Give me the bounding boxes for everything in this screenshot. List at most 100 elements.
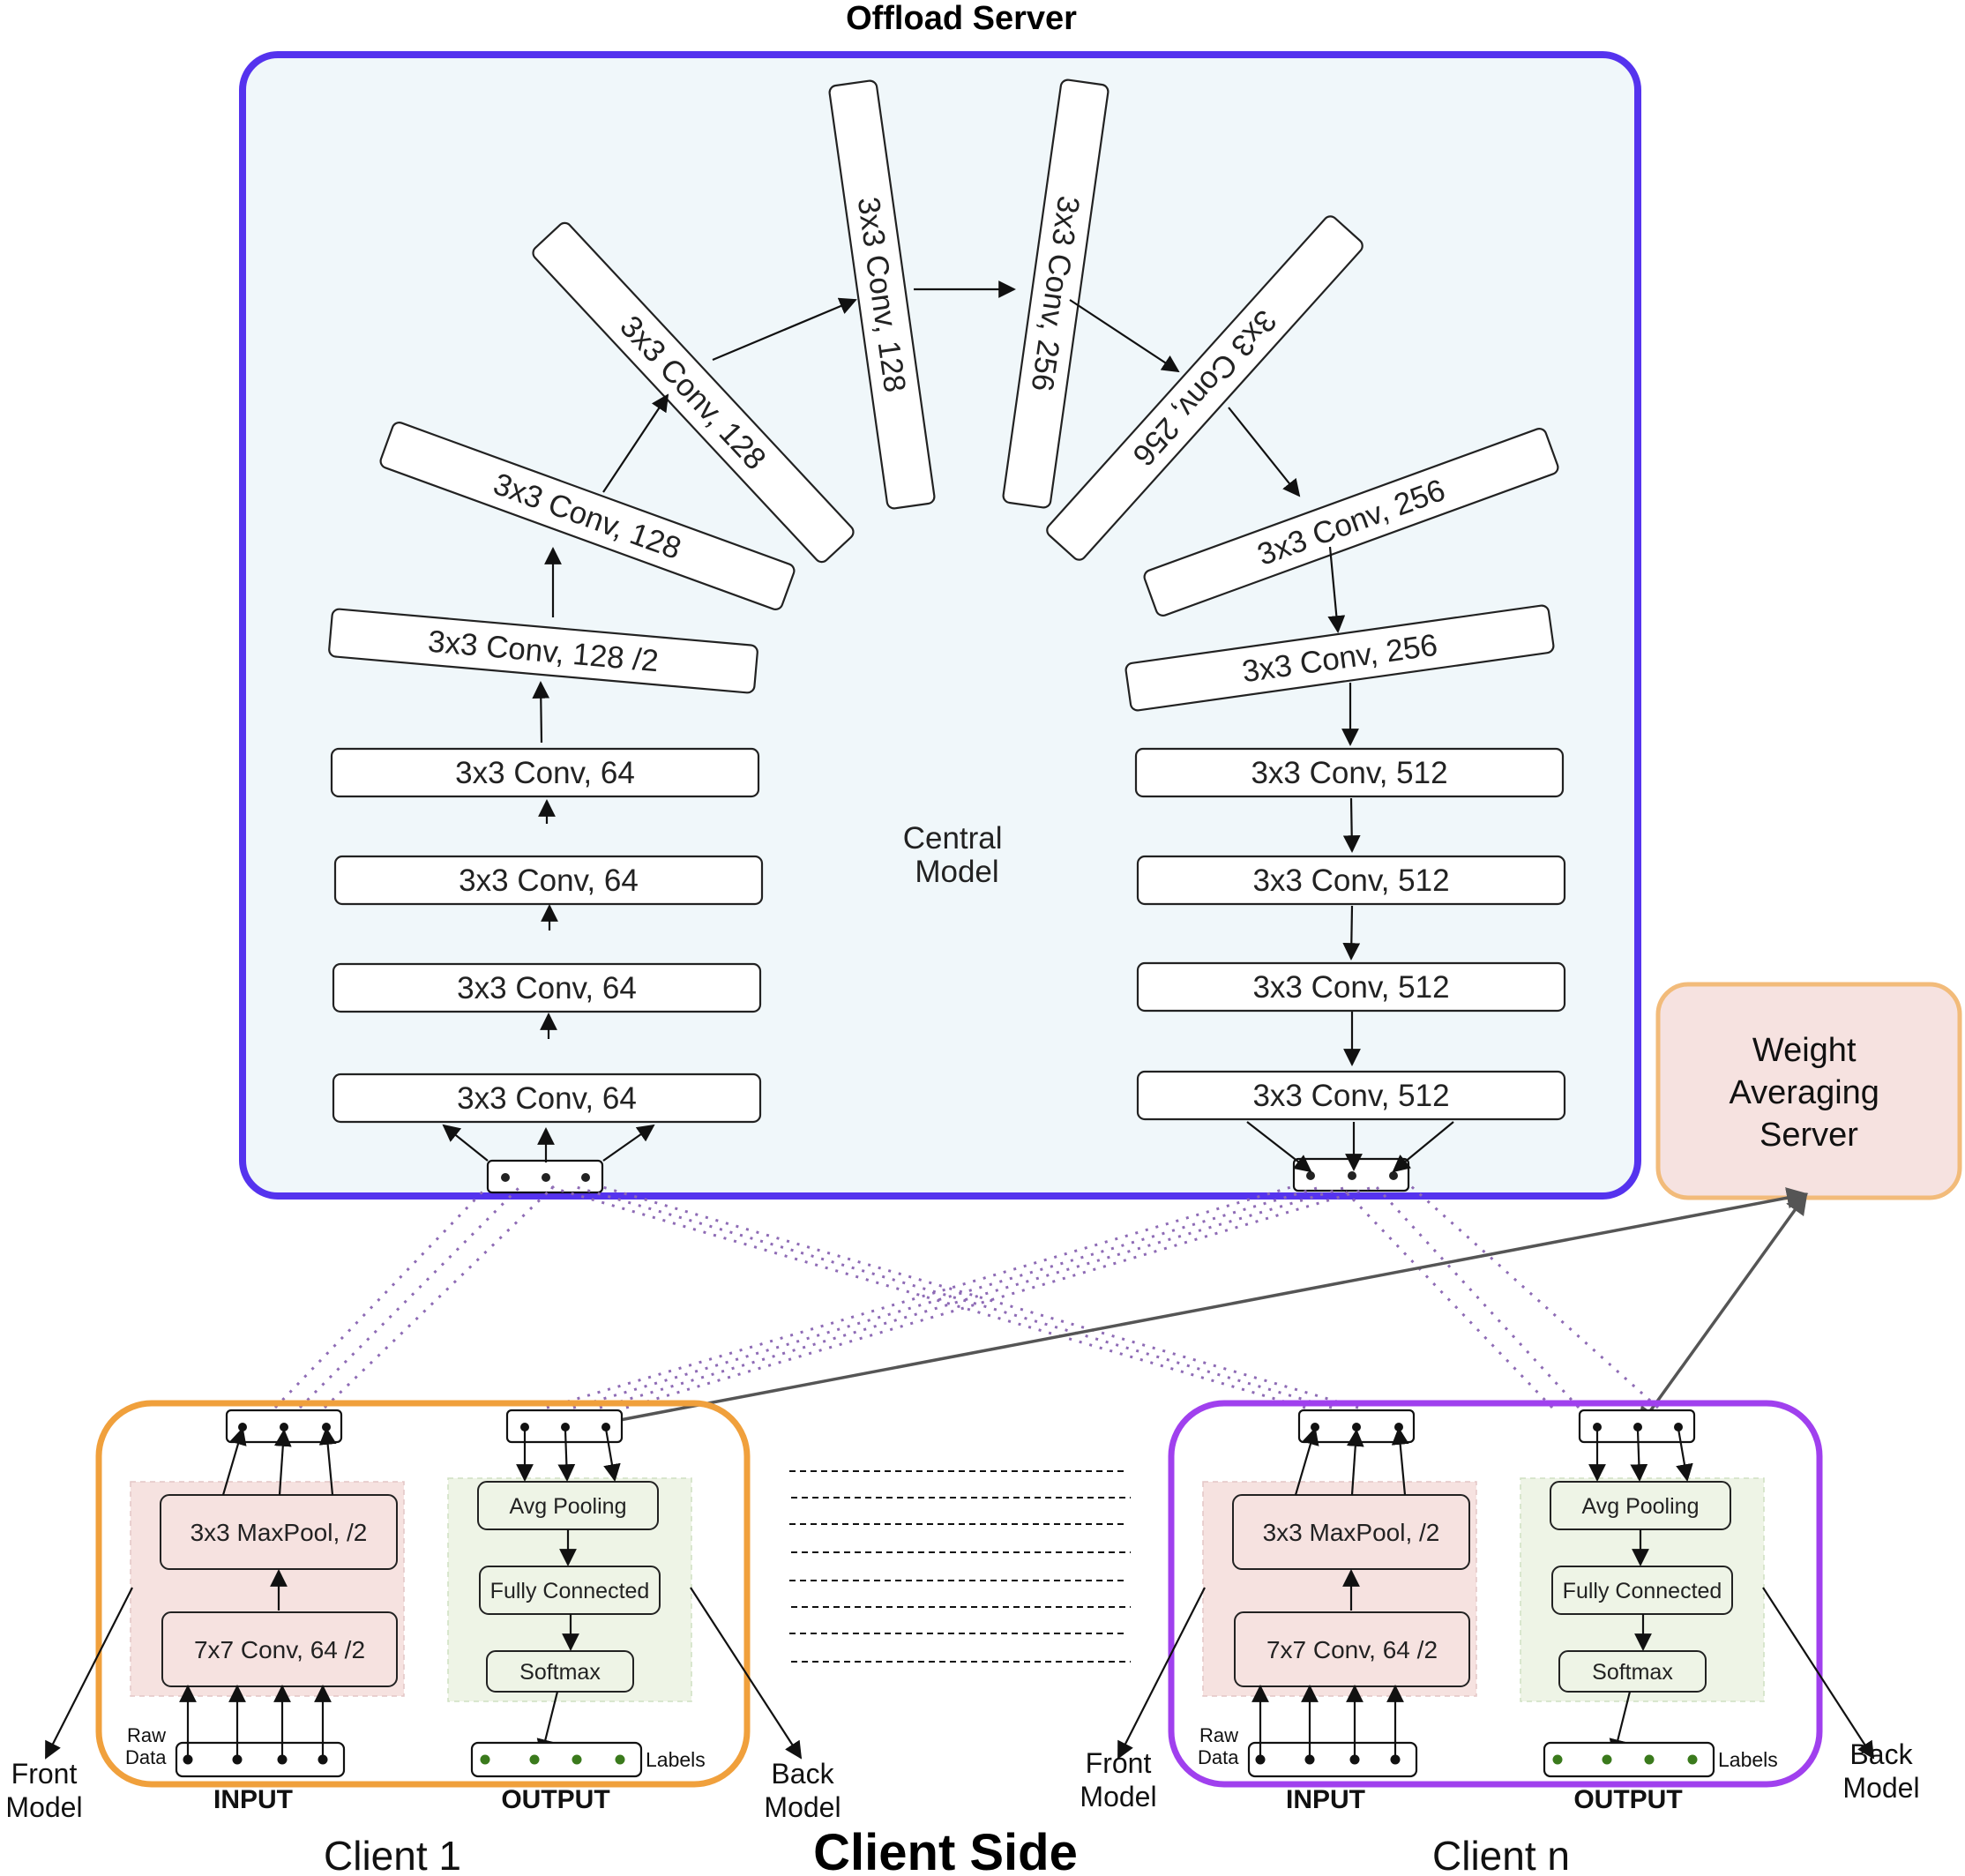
left-layer-box <box>332 962 762 1013</box>
softmax-layer-label: Softmax <box>519 1660 601 1685</box>
input-label: INPUT <box>1286 1785 1365 1814</box>
layer-arrow <box>602 393 669 493</box>
front-up-arrow <box>221 1427 247 1496</box>
layer-arrow <box>712 297 857 362</box>
conv7-layer-label: 7x7 Conv, 64 /2 <box>194 1636 365 1663</box>
raw-data-label: Data <box>1198 1746 1239 1768</box>
connector-dot <box>561 1423 570 1431</box>
raw-data-label: Raw <box>127 1724 166 1746</box>
labels-label: Labels <box>646 1748 706 1771</box>
weight-averaging-server-label: Weight Averaging Server <box>1730 1032 1889 1154</box>
right-layer-box <box>1136 961 1566 1013</box>
connector-dot <box>1306 1171 1315 1180</box>
right-layer-box <box>1136 855 1566 906</box>
fc-layer-label: Fully Connected <box>490 1579 650 1603</box>
maxpool-layer-box <box>1232 1494 1470 1570</box>
server-layers: 3x3 Conv, 64 3x3 Conv, 64 3x3 Conv, 64 3x3 … <box>328 78 1566 1124</box>
right-layer-label: 3x3 Conv, 512 <box>1252 1079 1449 1113</box>
weight-sync-arrow-client-n <box>1637 1192 1808 1429</box>
back-down-arrow <box>557 1430 576 1482</box>
connector-dot <box>1593 1423 1602 1431</box>
server-input-connector <box>486 1159 604 1194</box>
layer-arrow <box>1342 797 1361 853</box>
back-down-arrow <box>603 1428 621 1482</box>
maxpool-layer-label: 3x3 MaxPool, /2 <box>1263 1519 1440 1546</box>
left-layer-box <box>532 221 855 564</box>
input-dot <box>1390 1754 1401 1765</box>
right-layer-box <box>1136 1070 1566 1121</box>
labels-label: Labels <box>1718 1748 1778 1771</box>
left-layer-3: 3x3 Conv, 64 <box>330 747 760 798</box>
left-layer-box <box>328 608 758 694</box>
right-layer-label: 3x3 Conv, 512 <box>1252 863 1449 898</box>
client-1: 3x3 MaxPool, /2 7x7 Conv, 64 /2 Avg Poolin… <box>1117 1400 1875 1814</box>
connector-dot <box>601 1423 610 1431</box>
avgpool-layer-label: Avg Pooling <box>510 1494 627 1519</box>
right-layer-box <box>1002 78 1110 509</box>
front-up-arrow <box>1391 1427 1409 1496</box>
front-model-callout <box>1117 1587 1206 1760</box>
back-input-connector <box>505 1409 624 1444</box>
label-dot <box>480 1754 490 1765</box>
server-output-connector <box>1292 1157 1410 1192</box>
more-clients-ellipsis <box>789 1470 1131 1663</box>
client-border <box>1168 1400 1823 1788</box>
dotted-link <box>1409 1185 1660 1409</box>
input-dot <box>1304 1754 1315 1765</box>
right-layer-6: 3x3 Conv, 512 <box>1136 961 1566 1013</box>
input-dot <box>183 1754 193 1765</box>
connector-dot <box>1389 1171 1398 1180</box>
back-down-arrow <box>1676 1428 1693 1482</box>
fanin-arrow <box>1246 1121 1312 1173</box>
back-down-arrow <box>1630 1430 1648 1482</box>
input-bar <box>175 1741 346 1778</box>
connector-dot <box>581 1173 590 1182</box>
output-label: OUTPUT <box>1573 1785 1682 1814</box>
left-layer-2: 3x3 Conv, 64 <box>333 855 764 906</box>
left-layer-label: 3x3 Conv, 64 <box>455 756 635 790</box>
avgpool-layer-label: Avg Pooling <box>1582 1494 1700 1519</box>
front-up-arrow <box>273 1429 292 1496</box>
layer-arrow <box>532 681 550 744</box>
left-layer-0: 3x3 Conv, 64 <box>332 1073 762 1124</box>
dotted-link <box>572 1185 1324 1409</box>
layer-arrow <box>1228 407 1301 497</box>
right-layer-label: 3x3 Conv, 512 <box>1251 756 1447 790</box>
front-up-arrow <box>318 1427 337 1496</box>
fanout-arrow <box>602 1124 655 1162</box>
front-up-arrow <box>1294 1427 1319 1496</box>
input-dot <box>1349 1754 1360 1765</box>
dotted-link <box>599 1185 1350 1409</box>
label-dot <box>1644 1754 1655 1765</box>
back-model-callout <box>690 1587 803 1760</box>
left-layer-box <box>828 79 936 510</box>
connector-dot <box>1674 1423 1683 1431</box>
softmax-layer-label: Softmax <box>1592 1660 1673 1685</box>
output-bar <box>1543 1741 1715 1778</box>
connector-dot <box>280 1423 288 1431</box>
input-dot <box>277 1754 288 1765</box>
connector-dot <box>1348 1171 1356 1180</box>
connector-dot <box>1633 1423 1642 1431</box>
conv7-layer-label: 7x7 Conv, 64 /2 <box>1266 1636 1438 1663</box>
label-dot <box>1552 1754 1563 1765</box>
client-server-links <box>273 1185 1809 1438</box>
right-layer-label: 3x3 Conv, 512 <box>1252 970 1449 1005</box>
client-border <box>95 1400 751 1788</box>
back-input-connector <box>1578 1409 1696 1444</box>
right-layer-5: 3x3 Conv, 512 <box>1136 855 1566 906</box>
connector-dot <box>542 1173 550 1182</box>
dotted-link <box>273 1185 489 1409</box>
output-bar <box>470 1741 643 1778</box>
fc-layer-label: Fully Connected <box>1563 1579 1722 1603</box>
input-label: INPUT <box>213 1785 293 1814</box>
connector-dot <box>520 1423 529 1431</box>
left-layer-1: 3x3 Conv, 64 <box>332 962 762 1013</box>
softmax-layer-box <box>1558 1650 1707 1693</box>
